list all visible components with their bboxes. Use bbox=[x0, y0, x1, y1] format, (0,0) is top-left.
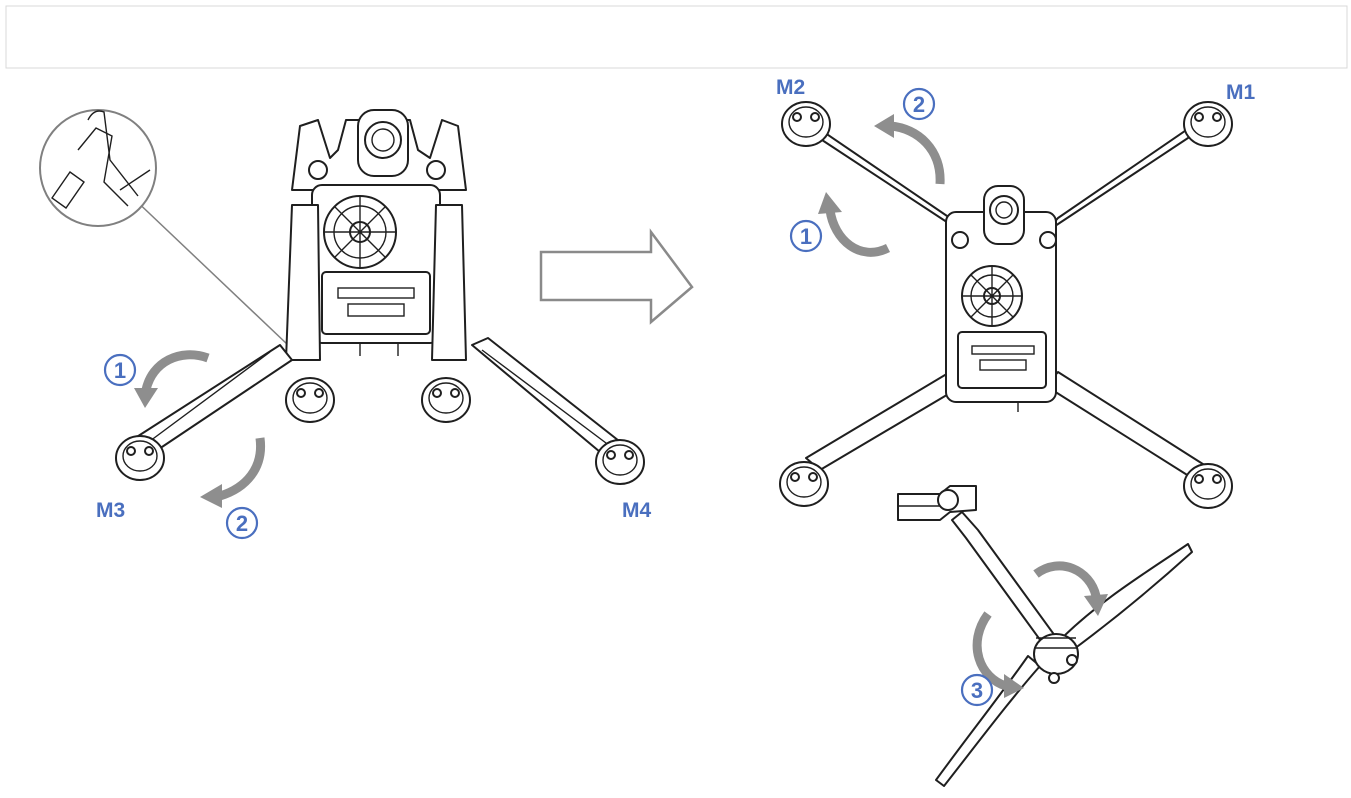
arm-m4-unfolded bbox=[1045, 371, 1207, 479]
step-badge-1-right bbox=[789, 219, 823, 253]
motor-label-m1: M1 bbox=[1226, 81, 1255, 104]
rotation-arrow-step2-left bbox=[200, 437, 266, 508]
step-number: 2 bbox=[913, 92, 925, 117]
step-number: 1 bbox=[800, 224, 812, 249]
step-badge-3-right bbox=[960, 673, 994, 707]
arm-m3-unfolded bbox=[805, 371, 963, 471]
step-badge-1-left bbox=[103, 353, 137, 387]
propeller-detail bbox=[897, 485, 1193, 787]
step-number: 2 bbox=[236, 511, 248, 536]
motor-label-m3: M3 bbox=[96, 499, 125, 522]
right-arrow-outline-icon bbox=[539, 228, 694, 325]
arm-m1 bbox=[1045, 121, 1199, 233]
step-number: 3 bbox=[971, 678, 983, 703]
rotation-arrow-step1-left bbox=[134, 350, 210, 408]
arm-m3 bbox=[131, 344, 293, 456]
propeller-blade-upper bbox=[1059, 543, 1193, 653]
rotation-arrow-step1-right bbox=[818, 192, 891, 257]
rotation-arrow-step3-lower bbox=[972, 611, 1024, 698]
step-number: 1 bbox=[114, 358, 126, 383]
magnifier-callout bbox=[39, 109, 289, 346]
step-badge-2-right bbox=[902, 87, 936, 121]
arm-m4 bbox=[471, 337, 629, 463]
rotation-arrow-step2-right bbox=[874, 114, 945, 185]
rotation-arrow-step3-upper bbox=[1033, 561, 1108, 616]
motor-label-m2: M2 bbox=[776, 76, 805, 99]
motor-label-m4: M4 bbox=[622, 499, 651, 522]
unfolded-drone: 2 1 3 M2 M1 bbox=[776, 76, 1255, 787]
step-badge-2-left bbox=[225, 506, 259, 540]
folded-drone: 1 2 M3 M4 bbox=[39, 109, 651, 540]
header-strip bbox=[5, 5, 1348, 69]
propeller-hub bbox=[1033, 633, 1079, 675]
